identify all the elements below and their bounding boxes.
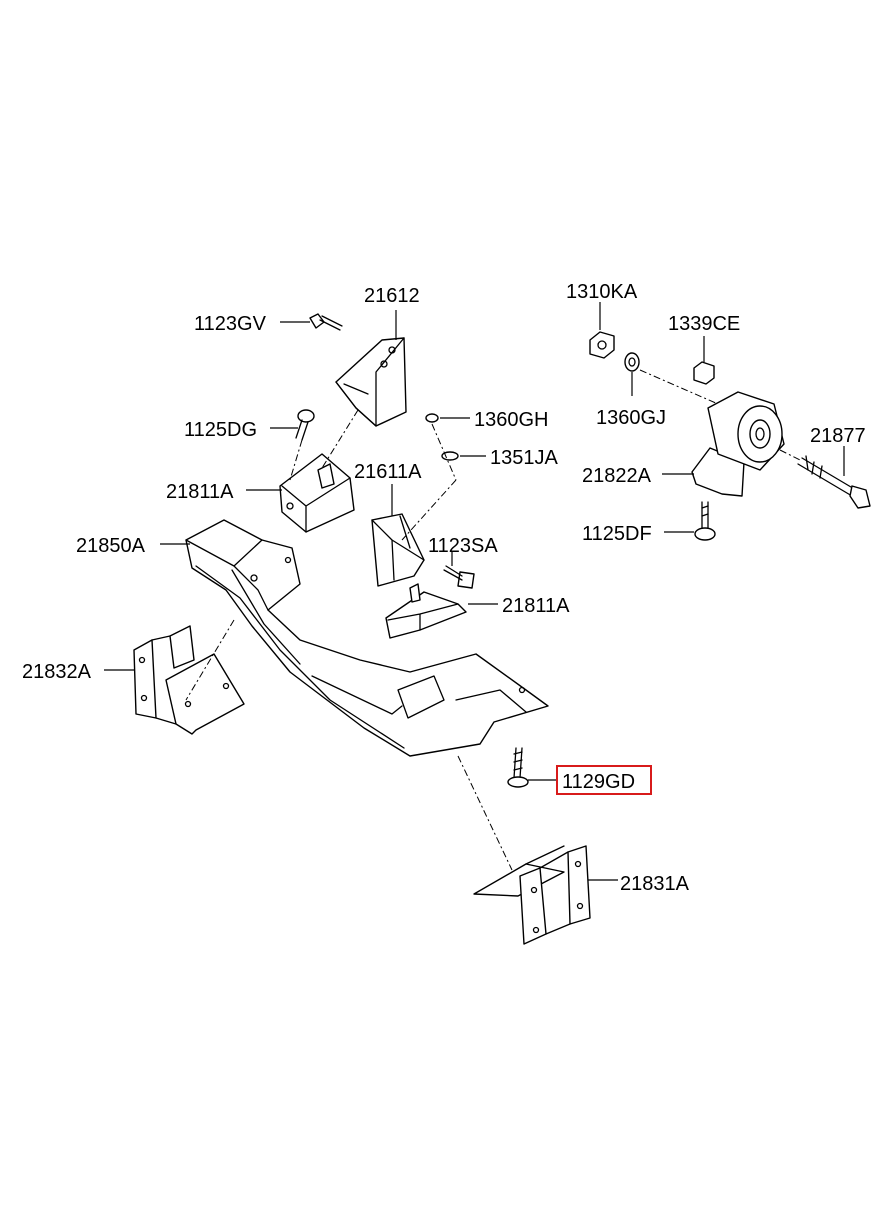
label-21877[interactable]: 21877	[810, 425, 866, 447]
label-1123GV[interactable]: 1123GV	[194, 313, 267, 335]
bolt-1123GV[interactable]	[309, 313, 343, 331]
label-21831A[interactable]: 21831A	[620, 873, 690, 895]
bolt-1123SA[interactable]	[443, 565, 475, 589]
washer-1360GH[interactable]	[425, 413, 439, 423]
label-1125DG[interactable]: 1125DG	[184, 419, 257, 441]
bolt-1125DF[interactable]	[694, 501, 716, 541]
bolt-21877[interactable]	[797, 455, 871, 509]
dash-link-1	[321, 409, 359, 469]
label-1123SA[interactable]: 1123SA	[428, 535, 498, 557]
dash-link-7	[639, 369, 719, 405]
dash-link-4	[431, 423, 457, 481]
bolt-1125DG[interactable]	[295, 409, 315, 441]
label-1360GH[interactable]: 1360GH	[474, 409, 549, 431]
label-1360GJ[interactable]: 1360GJ	[596, 407, 666, 429]
label-1351JA[interactable]: 1351JA	[490, 447, 558, 469]
label-21811A-right[interactable]: 21811A	[502, 595, 570, 617]
label-21850A[interactable]: 21850A	[76, 535, 146, 557]
mount-21811A-right[interactable]	[385, 583, 467, 639]
mount-21822A[interactable]	[691, 391, 785, 497]
dash-link-3	[185, 619, 235, 701]
bracket-21612[interactable]	[335, 337, 407, 427]
washer-1351JA[interactable]	[441, 451, 459, 461]
dash-link-8	[779, 449, 801, 461]
dash-link-5	[401, 479, 457, 541]
mount-21811A-left[interactable]	[279, 453, 355, 533]
label-1310KA[interactable]: 1310KA	[566, 281, 638, 303]
dash-link-2	[289, 439, 303, 481]
nut-1339CE[interactable]	[693, 361, 715, 385]
bracket-21831A[interactable]	[473, 845, 591, 945]
label-21811A-left[interactable]: 21811A	[166, 481, 234, 503]
highlight-box-1129GD	[556, 765, 652, 795]
nut-1310KA[interactable]	[589, 331, 615, 359]
dash-link-6	[457, 755, 513, 871]
label-21612[interactable]: 21612	[364, 285, 420, 307]
label-21822A[interactable]: 21822A	[582, 465, 652, 487]
label-1129GD[interactable]: 1129GD	[562, 771, 635, 793]
label-1125DF[interactable]: 1125DF	[582, 523, 652, 545]
bracket-21832A[interactable]	[133, 625, 245, 735]
crossmember-21850A[interactable]	[185, 519, 549, 757]
label-21832A[interactable]: 21832A	[22, 661, 92, 683]
bolt-1129GD[interactable]	[507, 747, 529, 788]
bracket-21611A[interactable]	[371, 513, 425, 587]
washer-1360GJ[interactable]	[624, 352, 640, 372]
label-1339CE[interactable]: 1339CE	[668, 313, 740, 335]
label-21611A[interactable]: 21611A	[354, 461, 422, 483]
